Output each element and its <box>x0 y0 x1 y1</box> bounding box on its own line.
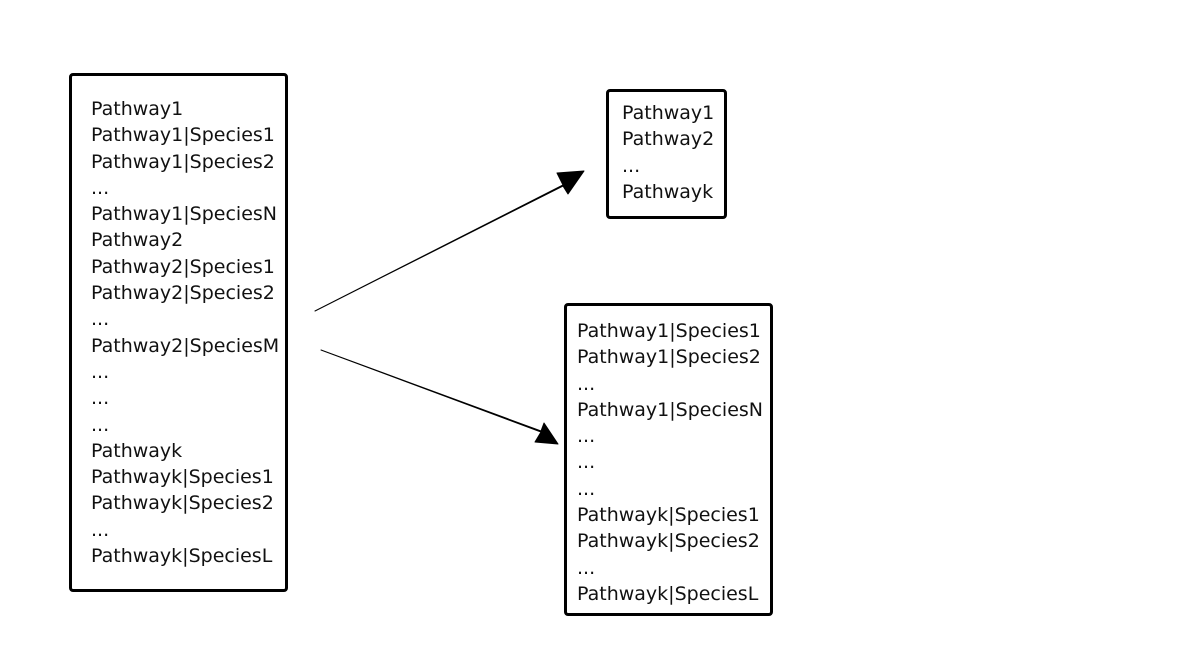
list-item: Pathwayk|SpeciesL <box>577 582 759 605</box>
list-item: Pathway1|SpeciesN <box>91 203 277 226</box>
list-item: Pathwayk <box>622 180 714 203</box>
source-list-box: Pathway1 Pathway1|Species1 Pathway1|Spec… <box>69 73 288 592</box>
list-item: Pathway1|Species2 <box>577 346 761 369</box>
arrow-to-pathways <box>314 170 585 312</box>
arrow-to-species <box>320 349 559 445</box>
species-list: Pathway1|Species1 Pathway1|Species2 ... … <box>577 318 770 607</box>
list-item: Pathway2 <box>91 229 184 252</box>
list-item: ... <box>91 308 110 331</box>
list-item: ... <box>577 372 596 395</box>
list-item: Pathway2|SpeciesM <box>91 334 280 357</box>
list-item: Pathway1|SpeciesN <box>577 398 763 421</box>
list-item: Pathwayk <box>91 439 183 462</box>
source-list: Pathway1 Pathway1|Species1 Pathway1|Spec… <box>91 96 285 569</box>
species-list-box: Pathway1|Species1 Pathway1|Species2 ... … <box>564 303 773 616</box>
list-item: Pathway1|Species1 <box>91 124 275 147</box>
list-item: ... <box>91 518 110 541</box>
list-item: Pathwayk|SpeciesL <box>91 545 273 568</box>
list-item: Pathway1 <box>622 102 715 124</box>
list-item: ... <box>577 556 596 579</box>
list-item: ... <box>622 154 641 177</box>
list-item: Pathwayk|Species1 <box>91 466 274 489</box>
list-item: Pathwayk|Species2 <box>91 492 274 515</box>
list-item: Pathwayk|Species1 <box>577 504 760 527</box>
list-item: ... <box>577 451 596 474</box>
list-item: Pathway2|Species2 <box>91 282 275 305</box>
list-item: ... <box>91 387 110 410</box>
list-item: ... <box>91 360 110 383</box>
list-item: ... <box>577 425 596 448</box>
list-item: ... <box>577 477 596 500</box>
list-item: ... <box>91 176 110 199</box>
list-item: Pathway2|Species1 <box>91 255 275 278</box>
list-item: Pathway1|Species1 <box>577 320 761 342</box>
list-item: Pathway1 <box>91 98 184 120</box>
list-item: Pathway2 <box>622 128 715 151</box>
list-item: Pathway1|Species2 <box>91 150 275 173</box>
list-item: ... <box>91 413 110 436</box>
list-item: Pathwayk|Species2 <box>577 530 760 553</box>
pathway-list: Pathway1 Pathway2 ... Pathwayk <box>622 100 724 205</box>
pathway-list-box: Pathway1 Pathway2 ... Pathwayk <box>606 89 727 219</box>
